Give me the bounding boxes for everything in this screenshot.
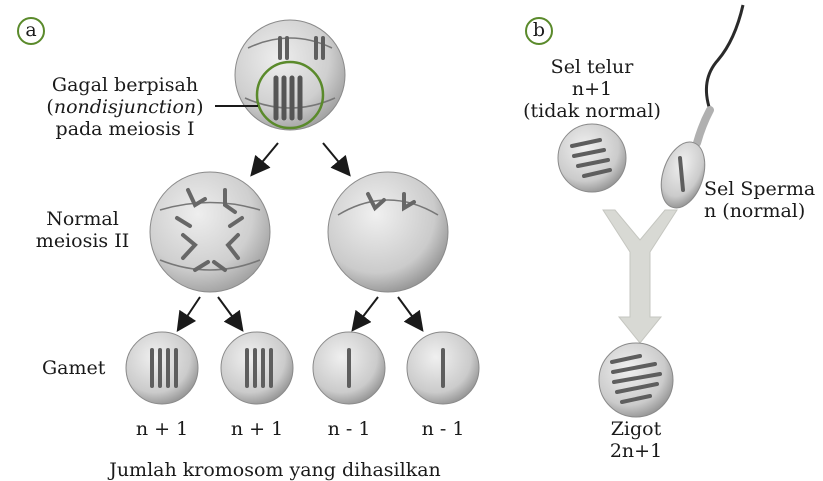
egg-label-line1: Sel telur [512, 56, 672, 78]
egg-label-line3: (tidak normal) [512, 100, 672, 122]
arrow-to-gamete-4 [398, 297, 420, 327]
panel-a-badge: a [17, 17, 45, 45]
gamete-4 [407, 332, 479, 404]
zygote-label-line2: 2n+1 [596, 440, 676, 462]
parent-cell-meiosis-1 [235, 20, 345, 130]
arrow-left-meiosis-1 [254, 143, 278, 172]
zygote-label: Zigot 2n+1 [596, 418, 676, 462]
nondisjunction-label: Gagal berpisah (nondisjunction) pada mei… [30, 74, 220, 140]
arrow-to-gamete-2 [218, 297, 240, 327]
gamete-3 [313, 332, 385, 404]
gamete-2 [221, 332, 293, 404]
nondisjunction-label-line2: (nondisjunction) [30, 96, 220, 118]
nondisjunction-label-line3: pada meiosis I [30, 118, 220, 140]
gamete-count-1: n + 1 [122, 418, 202, 440]
arrow-to-gamete-1 [180, 297, 200, 327]
sperm-label: Sel Sperma n (normal) [704, 178, 815, 222]
sperm-label-line1: Sel Sperma [704, 178, 815, 200]
meiosis-2-right-cell [328, 172, 448, 292]
arrow-to-gamete-3 [355, 297, 378, 327]
caption: Jumlah kromosom yang dihasilkan [95, 459, 455, 481]
sperm-label-line2: n (normal) [704, 200, 815, 222]
normal-meiosis-label-line2: meiosis II [30, 230, 135, 252]
egg-label-line2: n+1 [512, 78, 672, 100]
gamete-count-2: n + 1 [217, 418, 297, 440]
normal-meiosis-label: Normal meiosis II [30, 208, 135, 252]
arrow-right-meiosis-1 [323, 143, 347, 172]
meiosis-2-left-cell [150, 172, 270, 292]
gamete-1 [126, 332, 198, 404]
zygote-label-line1: Zigot [596, 418, 676, 440]
gamet-label: Gamet [42, 357, 105, 379]
fusion-arrow [603, 210, 677, 343]
egg-cell [558, 124, 626, 192]
gamete-count-3: n - 1 [309, 418, 389, 440]
zygote-cell [599, 343, 673, 417]
sperm-tail [697, 5, 743, 143]
panel-b-badge: b [525, 17, 553, 45]
normal-meiosis-label-line1: Normal [30, 208, 135, 230]
gamete-count-4: n - 1 [403, 418, 483, 440]
egg-label: Sel telur n+1 (tidak normal) [512, 56, 672, 122]
nondisjunction-label-line1: Gagal berpisah [30, 74, 220, 96]
